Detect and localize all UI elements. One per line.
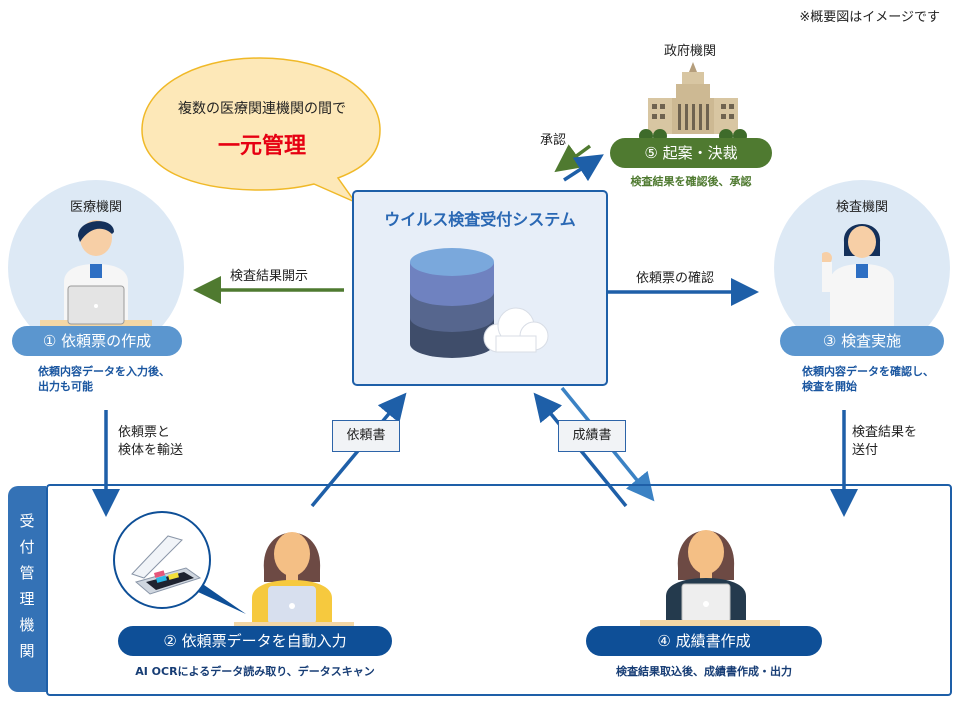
scanner-icon — [113, 511, 246, 614]
speech-bubble — [141, 57, 381, 204]
virus-test-system-box: ウイルス検査受付システム — [352, 190, 608, 386]
database-icon — [410, 248, 494, 358]
reception-tab-char: 管 — [19, 564, 35, 582]
result-disclosure-label: 検査結果開示 — [230, 269, 309, 284]
reception-tab-char: 関 — [19, 642, 35, 660]
step1-description-line1: 依頼内容データを入力後、 — [38, 365, 170, 378]
step4-pill: ④ 成績書作成 — [586, 626, 822, 656]
lab-label: 検査機関 — [835, 200, 888, 215]
transport-label-line2: 検体を輸送 — [118, 443, 184, 458]
request-doc-tag: 依頼書 — [332, 420, 400, 452]
step3-pill: ③ 検査実施 — [780, 326, 944, 356]
step5-description: 検査結果を確認後、承認 — [630, 175, 752, 188]
step3-description-line1: 依頼内容データを確認し、 — [802, 365, 934, 378]
cloud-icon — [483, 307, 549, 353]
arrow-to-government — [563, 154, 604, 182]
arrow-request-doc — [310, 392, 407, 508]
doctor-female-icon — [822, 224, 894, 332]
step2-description: AI OCRによるデータ読み取り、データスキャン — [135, 665, 375, 678]
reception-tab-char: 付 — [19, 538, 35, 556]
request-check-label: 依頼票の確認 — [636, 271, 715, 286]
government-label: 政府機関 — [663, 44, 716, 59]
arrow-report-up — [533, 392, 628, 508]
report-doc-tag: 成績書 — [558, 420, 626, 452]
step3-description-line2: 検査を開始 — [802, 380, 857, 393]
transport-label-line1: 依頼票と — [118, 425, 171, 440]
reception-tab-char: 受 — [19, 512, 35, 530]
reception-tab-char: 機 — [19, 616, 35, 634]
medical-label: 医療機関 — [69, 200, 122, 215]
approval-label: 承認 — [540, 133, 567, 148]
bubble-text-highlight: 一元管理 — [217, 134, 306, 159]
step4-description: 検査結果取込後、成績書作成・出力 — [616, 665, 792, 678]
step1-description-line2: 出力も可能 — [38, 380, 93, 393]
laptop-icon — [40, 285, 152, 328]
send-results-label-line2: 送付 — [852, 443, 879, 458]
reception-management-box — [46, 484, 952, 696]
staff-female-1-icon — [234, 532, 354, 630]
system-title: ウイルス検査受付システム — [384, 210, 576, 229]
send-results-label-line1: 検査結果を — [852, 425, 918, 440]
bubble-text-line1: 複数の医療関連機関の間で — [178, 101, 346, 117]
reception-tab: 受 付 管 理 機 関 — [8, 486, 46, 692]
disclaimer-note: ※概要図はイメージです — [799, 10, 940, 25]
step1-pill: ① 依頼票の作成 — [12, 326, 182, 356]
step5-pill: ⑤ 起案・決裁 — [610, 138, 772, 168]
step2-pill: ② 依頼票データを自動入力 — [118, 626, 392, 656]
staff-female-2-icon — [640, 530, 780, 628]
reception-tab-char: 理 — [19, 590, 35, 608]
